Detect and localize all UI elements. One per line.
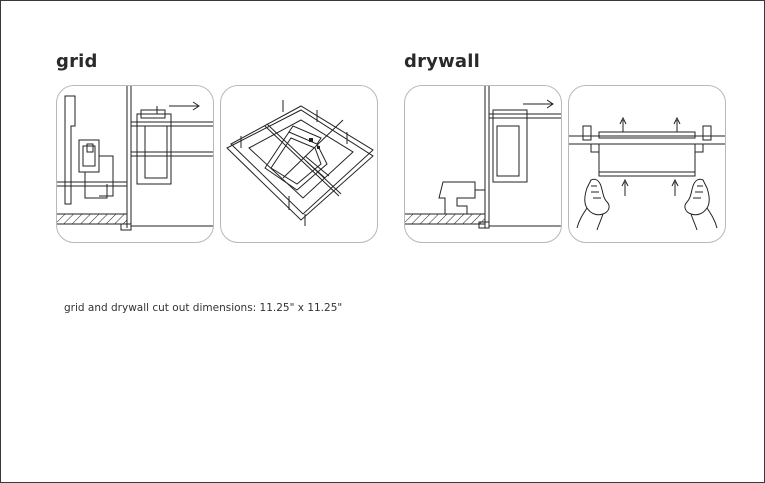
- grid-side-section-panel: [56, 85, 214, 243]
- grid-ceiling-tile-perspective-icon: [226, 100, 374, 226]
- drywall-heading: drywall: [404, 51, 481, 72]
- grid-heading: grid: [56, 51, 98, 72]
- grid-mount-side-section-icon: [57, 86, 213, 231]
- drywall-hands-installing-panel: [568, 85, 726, 243]
- drywall-side-section-panel: [404, 85, 562, 243]
- drywall-hands-installing-icon: [569, 116, 725, 231]
- grid-tile-perspective-panel: [220, 85, 378, 243]
- cutout-dimensions-caption: grid and drywall cut out dimensions: 11.…: [64, 302, 343, 314]
- drywall-mount-side-section-icon: [405, 86, 561, 229]
